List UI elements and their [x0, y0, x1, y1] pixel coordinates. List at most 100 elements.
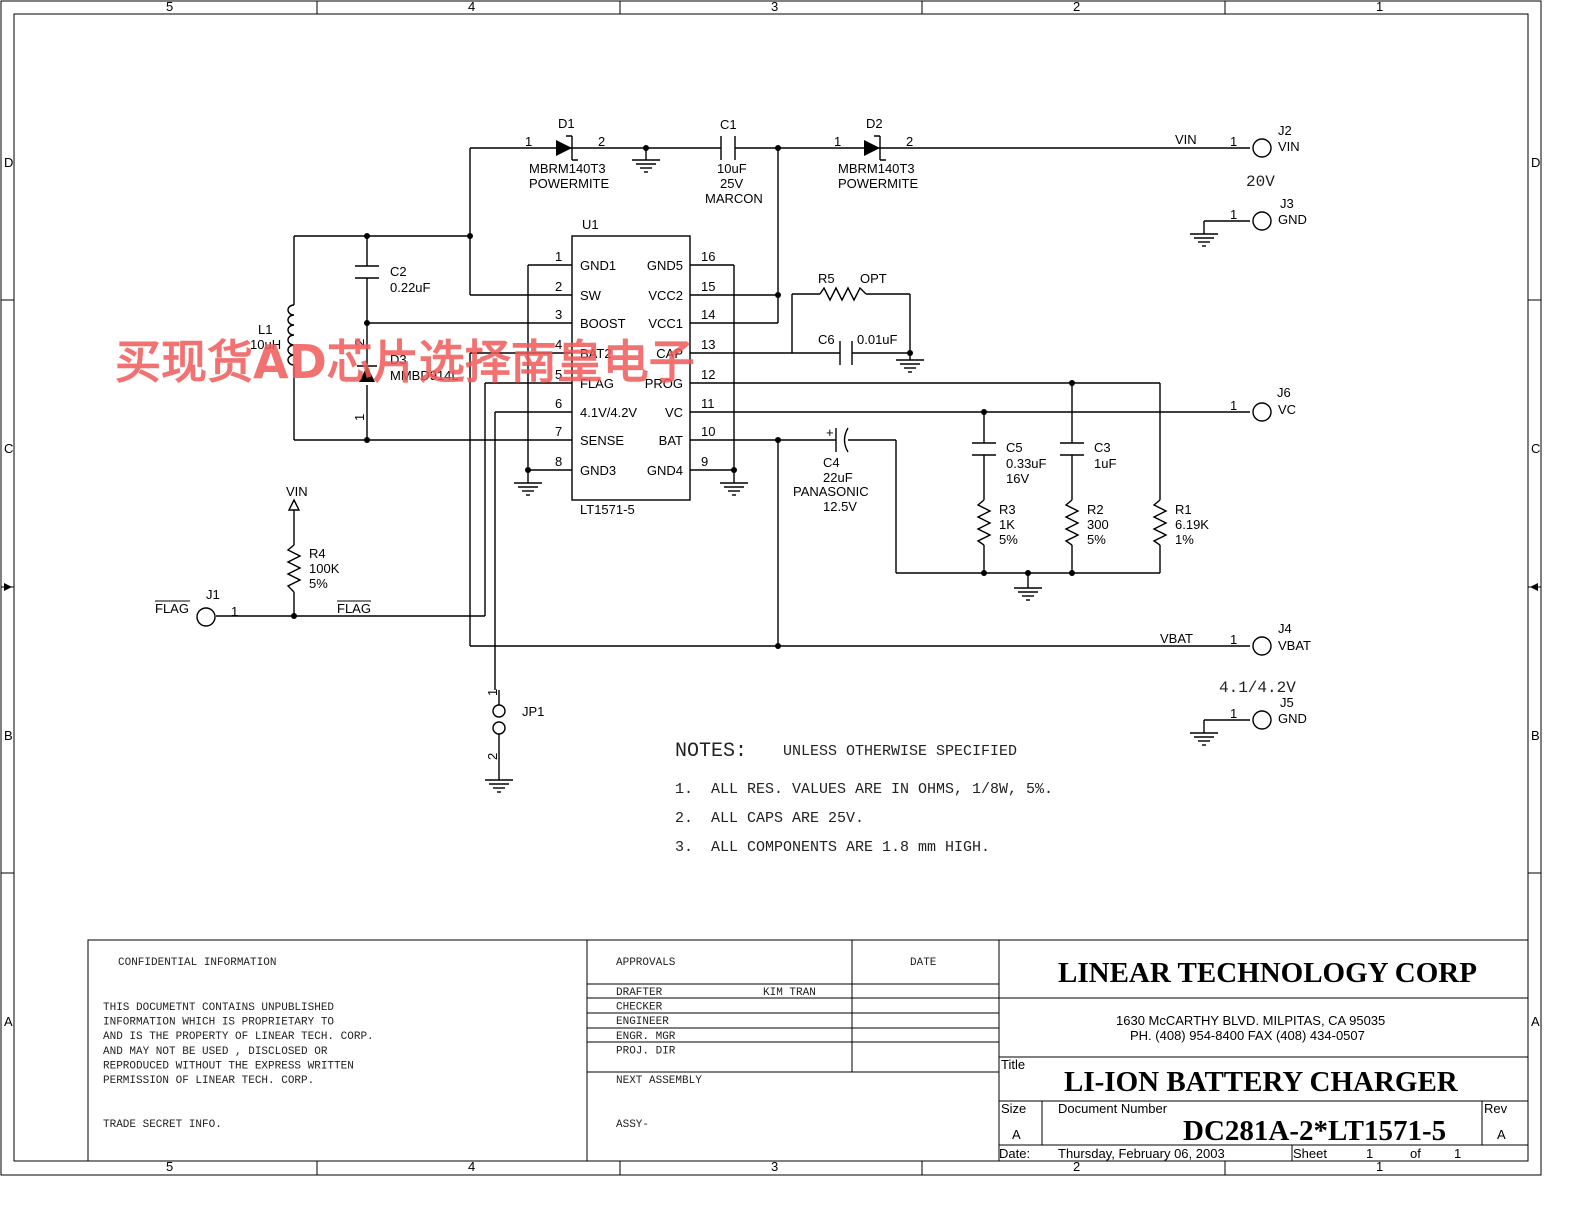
- r5-value: OPT: [860, 271, 887, 286]
- rev-label: Rev: [1484, 1101, 1508, 1116]
- row-label: A: [4, 1014, 13, 1029]
- j4-ref: J4: [1278, 621, 1292, 636]
- r2-resistor[interactable]: R2 300 5%: [1064, 499, 1109, 547]
- c4-polarity: +: [826, 425, 834, 440]
- company-phone: PH. (408) 954-8400 FAX (408) 434-0507: [1130, 1028, 1365, 1043]
- u1-pin-number: 7: [555, 424, 562, 439]
- next-assembly: NEXT ASSEMBLY: [616, 1075, 702, 1087]
- vin-net-label: VIN: [1175, 132, 1197, 147]
- c6-ref: C6: [818, 332, 835, 347]
- document-number: DC281A-2*LT1571-5: [1183, 1115, 1446, 1147]
- j1-pin: 1: [231, 604, 238, 619]
- r3-resistor[interactable]: R3 1K 5%: [976, 499, 1018, 547]
- ground-icon: [1014, 587, 1042, 601]
- u1-pin-name: VCC1: [648, 316, 683, 331]
- j6-connector[interactable]: J6 VC 1: [1230, 385, 1296, 422]
- sheet-label: Sheet: [1293, 1146, 1327, 1161]
- u1-pin-name: SENSE: [580, 433, 624, 448]
- approval-role: PROJ. DIR: [616, 1045, 676, 1057]
- c6-capacitor[interactable]: C6 0.01uF: [818, 332, 898, 365]
- r5-resistor[interactable]: R5 OPT: [818, 271, 887, 302]
- j1-connector[interactable]: J1 FLAG 1: [155, 587, 238, 627]
- title-block: CONFIDENTIAL INFORMATION THIS DOCUMETNT …: [87, 939, 1529, 1162]
- j3-connector[interactable]: J3 GND 1: [1230, 196, 1307, 231]
- vin-voltage-note: 20V: [1246, 173, 1275, 191]
- row-label: C: [4, 441, 13, 456]
- u1-pin-name: GND5: [647, 258, 683, 273]
- u1-pin-name: SW: [580, 288, 602, 303]
- c5-voltage: 16V: [1006, 471, 1029, 486]
- j5-connector[interactable]: J5 GND 1: [1230, 695, 1307, 730]
- d3-diode[interactable]: D3 MMBD914L 2 1: [352, 339, 459, 421]
- rev-value: A: [1497, 1127, 1506, 1142]
- c4-capacitor[interactable]: + C4 22uF PANASONIC 12.5V: [793, 425, 869, 514]
- j5-label: GND: [1278, 711, 1307, 726]
- d2-pin1: 1: [834, 134, 841, 149]
- d1-diode[interactable]: D1 1 2 MBRM140T3 POWERMITE: [525, 116, 609, 191]
- of-label: of: [1410, 1146, 1421, 1161]
- d1-pin2: 2: [598, 134, 605, 149]
- j3-label: GND: [1278, 212, 1307, 227]
- u1-pin-name: CAP: [656, 346, 683, 361]
- col-label: 3: [771, 1159, 778, 1174]
- approval-role: DRAFTER: [616, 987, 663, 999]
- j2-connector[interactable]: J2 VIN 1 VIN 20V: [1175, 123, 1300, 191]
- r3-ref: R3: [999, 502, 1016, 517]
- r3-value: 1K: [999, 517, 1015, 532]
- row-label: D: [4, 155, 13, 170]
- d2-pin2: 2: [906, 134, 913, 149]
- u1-ic[interactable]: U1 LT1571-5 1GND12SW3BOOST4BAT25FLAG64.1…: [528, 217, 734, 517]
- j2-pin: 1: [1230, 134, 1237, 149]
- d3-ref: D3: [390, 352, 407, 367]
- note-item: 2. ALL CAPS ARE 25V.: [675, 810, 864, 827]
- c4-voltage: 12.5V: [823, 499, 857, 514]
- c4-mfr: PANASONIC: [793, 484, 869, 499]
- col-label: 4: [468, 0, 475, 14]
- u1-pin-number: 16: [701, 249, 715, 264]
- j1-ref: J1: [206, 587, 220, 602]
- r2-value: 300: [1087, 517, 1109, 532]
- junctions: [291, 145, 1075, 649]
- j5-ref: J5: [1280, 695, 1294, 710]
- jp1-ref: JP1: [522, 704, 544, 719]
- vin-arrow-label: VIN: [286, 484, 308, 499]
- r1-resistor[interactable]: R1 6.19K 1%: [1152, 499, 1209, 547]
- jp1-jumper[interactable]: JP1 1 2: [485, 689, 544, 760]
- notes: NOTES: UNLESS OTHERWISE SPECIFIED 1. ALL…: [675, 740, 1053, 856]
- j6-pin: 1: [1230, 398, 1237, 413]
- l1-inductor[interactable]: L1 10uH: [250, 304, 295, 370]
- c3-value: 1uF: [1094, 456, 1116, 471]
- d2-diode[interactable]: D2 1 2 MBRM140T3 POWERMITE: [834, 116, 918, 191]
- u1-pin-name: FLAG: [580, 376, 614, 391]
- col-label: 5: [166, 1159, 173, 1174]
- d3-pin1: 1: [352, 414, 367, 421]
- date-value: Thursday, February 06, 2003: [1058, 1146, 1225, 1161]
- date-header: DATE: [910, 957, 937, 969]
- j4-connector[interactable]: J4 VBAT 1 VBAT 4.1/4.2V: [1160, 621, 1311, 697]
- size-value: A: [1012, 1127, 1021, 1142]
- col-label: 1: [1376, 1159, 1383, 1174]
- c3-capacitor[interactable]: C3 1uF: [1060, 440, 1116, 471]
- c4-value: 22uF: [823, 470, 853, 485]
- note-item: 3. ALL COMPONENTS ARE 1.8 mm HIGH.: [675, 839, 990, 856]
- c1-value: 10uF: [717, 161, 747, 176]
- j2-label: VIN: [1278, 139, 1300, 154]
- u1-pin-name: VC: [665, 405, 683, 420]
- c2-capacitor[interactable]: C2 0.22uF: [355, 264, 431, 295]
- u1-pin-name: BOOST: [580, 316, 626, 331]
- c5-capacitor[interactable]: C5 0.33uF 16V: [972, 440, 1047, 486]
- row-label: B: [1531, 728, 1540, 743]
- u1-pin-number: 12: [701, 367, 715, 382]
- confidential-line: AND IS THE PROPERTY OF LINEAR TECH. CORP…: [103, 1031, 374, 1043]
- r4-resistor[interactable]: R4 100K 5%: [286, 544, 340, 593]
- u1-ref: U1: [582, 217, 599, 232]
- d1-ref: D1: [558, 116, 575, 131]
- d2-mfr: POWERMITE: [838, 176, 918, 191]
- trade-secret: TRADE SECRET INFO.: [103, 1119, 222, 1131]
- ground-icon: [514, 482, 542, 496]
- c1-capacitor[interactable]: C1 10uF 25V MARCON: [705, 117, 763, 206]
- j5-pin: 1: [1230, 706, 1237, 721]
- c2-value: 0.22uF: [390, 280, 431, 295]
- u1-pin-number: 15: [701, 279, 715, 294]
